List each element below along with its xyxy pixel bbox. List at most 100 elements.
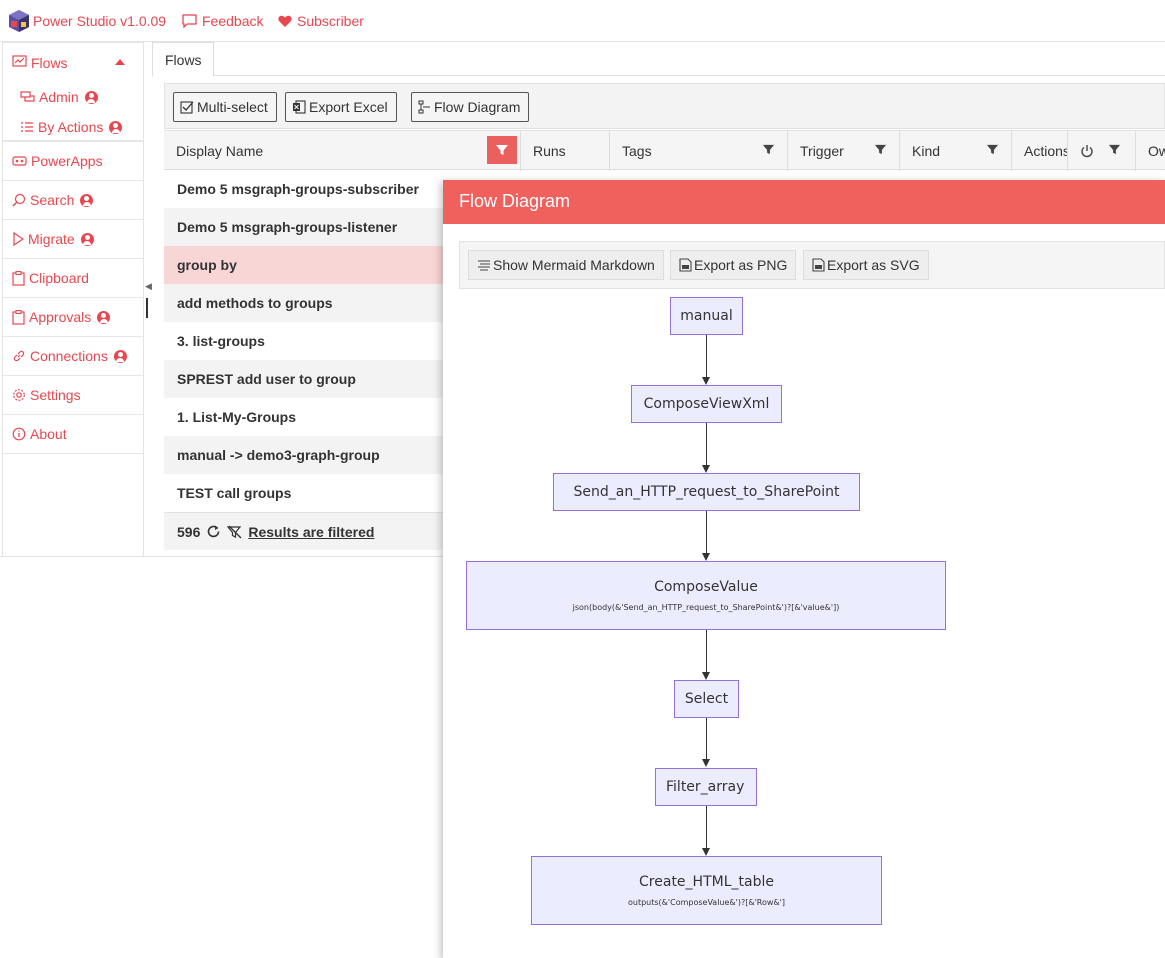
collapse-caret-icon[interactable] (115, 59, 125, 65)
arrowhead-icon (702, 553, 710, 561)
grid-footer: 596 Results are filtered (164, 512, 444, 550)
sidebar-label-admin: Admin (39, 89, 79, 105)
sidebar-item-clipboard[interactable]: Clipboard (3, 259, 143, 298)
trigger-filter-icon[interactable] (874, 143, 887, 156)
sidebar-item-about[interactable]: About (3, 415, 143, 454)
flow-diagram-button[interactable]: Flow Diagram (411, 92, 530, 122)
heart-icon (278, 15, 292, 27)
column-enabled[interactable] (1068, 131, 1136, 171)
export-image-icon (679, 258, 692, 272)
results-filtered-link[interactable]: Results are filtered (248, 523, 375, 540)
flow-node-select[interactable]: Select (674, 680, 739, 718)
show-mermaid-markdown-button[interactable]: Show Mermaid Markdown (468, 250, 664, 280)
flow-edge (706, 511, 707, 554)
column-label-trigger: Trigger (800, 143, 844, 159)
node-label: Select (684, 691, 729, 707)
tags-filter-icon[interactable] (762, 143, 775, 156)
list-icon (21, 122, 33, 132)
display-name-filter-active-icon[interactable] (487, 136, 517, 164)
table-row[interactable]: Demo 5 msgraph-groups-listener (164, 208, 444, 246)
kind-filter-icon[interactable] (986, 143, 999, 156)
sidebar-item-flows[interactable]: Flows (3, 43, 143, 141)
flow-node-manual[interactable]: manual (670, 297, 743, 335)
table-row[interactable]: 3. list-groups (164, 322, 444, 360)
table-row[interactable]: SPREST add user to group (164, 360, 444, 398)
feedback-link[interactable]: Feedback (182, 13, 263, 29)
column-actions[interactable]: Actions (1012, 131, 1068, 171)
row-display-name: Demo 5 msgraph-groups-listener (177, 219, 398, 235)
splitter-handle[interactable] (146, 298, 148, 318)
column-tags[interactable]: Tags (610, 131, 788, 171)
sidebar-item-powerapps[interactable]: PowerApps (3, 142, 143, 181)
row-display-name: manual -> demo3-graph-group (177, 447, 380, 463)
sidebar-item-search[interactable]: Search (3, 181, 143, 220)
sidebar-item-settings[interactable]: Settings (3, 376, 143, 415)
refresh-icon[interactable] (206, 524, 221, 539)
flow-node-compose-value[interactable]: ComposeValue json(body(&'Send_an_HTTP_re… (466, 561, 946, 630)
flow-edge (706, 423, 707, 466)
sidebar-item-approvals[interactable]: Approvals (3, 298, 143, 337)
sidebar-label-about: About (30, 426, 67, 442)
filter-off-icon[interactable] (227, 525, 242, 539)
node-label: Create_HTML_table (639, 874, 774, 890)
column-label-tags: Tags (622, 143, 652, 159)
gear-icon (13, 389, 25, 401)
table-row[interactable]: manual -> demo3-graph-group (164, 436, 444, 474)
tab-flows[interactable]: Flows (152, 42, 214, 77)
row-display-name: TEST call groups (177, 485, 292, 501)
collapse-sidebar-arrow-icon[interactable]: ◀ (145, 281, 152, 291)
sidebar-label-approvals: Approvals (29, 309, 92, 325)
column-trigger[interactable]: Trigger (788, 131, 900, 171)
excel-icon (293, 100, 306, 114)
subscriber-label: Subscriber (297, 13, 364, 29)
flow-node-compose-view-xml[interactable]: ComposeViewXml (631, 385, 782, 423)
export-svg-button[interactable]: Export as SVG (803, 250, 929, 280)
row-display-name: add methods to groups (177, 295, 333, 311)
user-circle-icon (80, 193, 94, 207)
app-logo-icon (9, 10, 29, 32)
sidebar-label-by-actions: By Actions (38, 119, 104, 135)
enabled-filter-icon[interactable] (1108, 143, 1121, 156)
column-owner[interactable]: Ow (1136, 131, 1165, 171)
sidebar-label-search: Search (30, 192, 75, 208)
column-kind[interactable]: Kind (900, 131, 1012, 171)
comment-icon (182, 14, 197, 28)
checkbox-icon (180, 101, 194, 114)
row-display-name: 1. List-My-Groups (177, 409, 297, 425)
arrowhead-icon (702, 759, 710, 767)
arrowhead-icon (702, 465, 710, 473)
flow-edge (706, 718, 707, 760)
table-row-selected[interactable]: group by (164, 246, 444, 284)
table-row[interactable]: 1. List-My-Groups (164, 398, 444, 436)
flows-toolbar: Multi-select Export Excel Flow Diagram (164, 83, 1165, 129)
column-runs[interactable]: Runs (521, 131, 610, 171)
admin-icon (20, 91, 35, 102)
top-bar: Power Studio v1.0.09 Feedback Subscriber (0, 0, 1165, 42)
export-png-button[interactable]: Export as PNG (670, 250, 797, 280)
feedback-label: Feedback (202, 13, 264, 29)
app-title: Power Studio v1.0.09 (33, 13, 167, 29)
multi-select-button[interactable]: Multi-select (173, 92, 277, 122)
flow-diagram-dialog: Flow Diagram Show Mermaid Markdown Expor… (443, 180, 1165, 958)
approvals-icon (12, 309, 25, 325)
show-markdown-label: Show Mermaid Markdown (493, 257, 655, 273)
sidebar-item-admin[interactable]: Admin (20, 89, 98, 105)
sidebar-item-by-actions[interactable]: By Actions (20, 119, 123, 135)
export-excel-button[interactable]: Export Excel (285, 92, 397, 122)
app-brand[interactable]: Power Studio v1.0.09 (8, 9, 166, 33)
sidebar-item-connections[interactable]: Connections (3, 337, 143, 376)
node-label: manual (680, 308, 733, 324)
column-label-runs: Runs (533, 143, 566, 159)
sidebar-label-connections: Connections (30, 348, 108, 364)
play-icon (13, 232, 24, 246)
flow-node-send-http-request[interactable]: Send_an_HTTP_request_to_SharePoint (553, 473, 860, 511)
subscriber-link[interactable]: Subscriber (278, 13, 364, 29)
column-display-name[interactable]: Display Name (164, 131, 521, 171)
sidebar-item-migrate[interactable]: Migrate (3, 220, 143, 259)
table-row[interactable]: add methods to groups (164, 284, 444, 322)
flow-node-filter-array[interactable]: Filter_array (655, 768, 757, 806)
table-row[interactable]: TEST call groups (164, 474, 444, 512)
flows-icon (12, 55, 27, 67)
flow-node-create-html-table[interactable]: Create_HTML_table outputs(&'ComposeValue… (531, 856, 882, 925)
table-row[interactable]: Demo 5 msgraph-groups-subscriber (164, 170, 444, 208)
